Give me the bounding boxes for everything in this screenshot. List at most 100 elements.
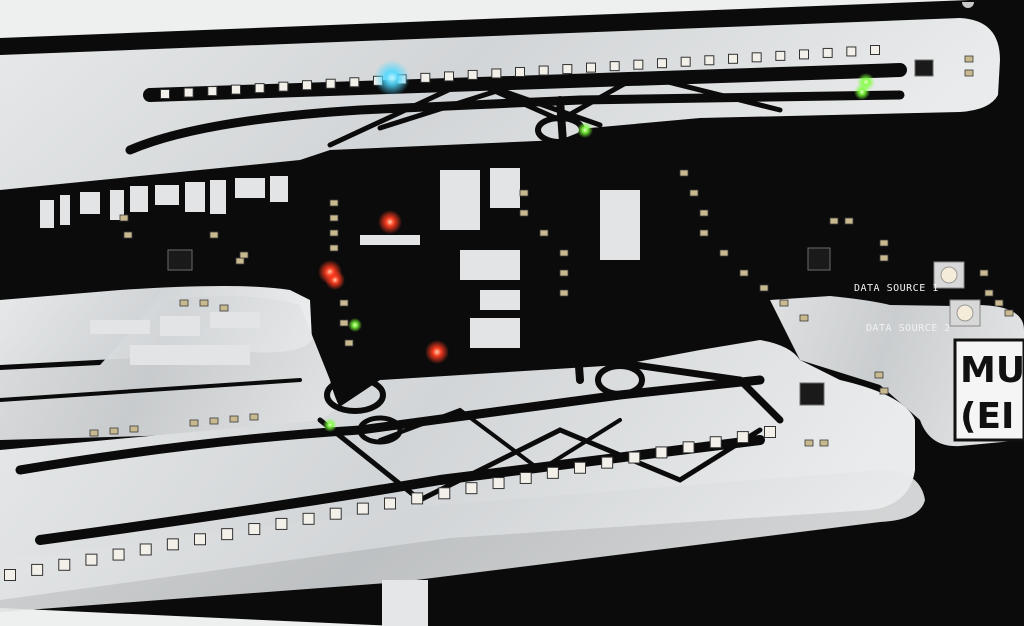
runway-led [221,528,234,541]
runway-led [546,466,559,479]
data-source-1-label: DATA SOURCE 1 [854,283,939,294]
runway-led [278,81,289,92]
runway-led [870,45,880,55]
smd-part [799,314,809,322]
title-line-2: (EI [960,396,1014,437]
runway-led [58,558,71,571]
green-led-lit [348,318,362,332]
ic-chip [807,247,831,271]
green-led-lit [854,84,870,100]
runway-led [467,69,478,80]
runway-led [411,492,424,505]
smd-part [539,229,549,237]
smd-part [123,231,133,239]
smd-part [559,289,569,297]
smd-part [879,254,889,262]
runway-led [680,56,691,67]
runway-led [4,569,16,581]
smd-part [874,371,884,379]
data-source-2-label: DATA SOURCE 2 [866,323,951,334]
runway-led [704,55,715,66]
smd-part [844,217,854,225]
runway-led [538,65,549,76]
smd-part [519,209,529,217]
smd-part [994,299,1004,307]
runway-led [764,426,776,438]
smd-part [209,231,219,239]
runway-led [655,446,668,459]
smd-part [739,269,749,277]
data-source-2-button [949,299,981,327]
taxiway-network [0,63,907,545]
runway-led [465,482,478,495]
runway-led [574,461,586,474]
smd-part [819,439,829,447]
runway-led [384,497,396,510]
smd-part [519,189,529,197]
ic-chip [167,249,193,271]
blue-led-lit [374,60,410,96]
runway-led [302,512,315,525]
runway-led [682,441,695,454]
smd-part [89,429,99,437]
runway-led [183,87,194,98]
smd-part [329,229,339,237]
runway-led [519,471,532,484]
smd-part [829,217,839,225]
smd-part [344,339,354,347]
runway-led [628,451,641,464]
smd-part [964,55,974,63]
green-led-lit [323,418,337,432]
smd-part [249,413,259,421]
runway-led [444,71,454,82]
runway-led [515,67,525,77]
smd-part [339,299,349,307]
smd-part [699,229,709,237]
runway-led [356,502,369,515]
runway-led [846,46,857,57]
smd-part [779,299,789,307]
smd-part [804,439,814,447]
runway-led [492,477,505,490]
smd-part [239,251,249,259]
runway-led [329,507,342,520]
pcb-label-group: DATA SOURCE 1 DATA SOURCE 2 [850,280,951,334]
smd-part [329,244,339,252]
data-source-1-button [933,261,965,289]
runway-led [736,431,749,444]
runway-led [248,523,261,536]
runway-led [822,47,833,58]
runway-led [254,83,265,94]
runway-led [728,53,738,64]
runway-led [775,50,786,61]
smd-part [129,425,139,433]
smd-part [329,214,339,222]
title-line-1: MUN [960,350,1024,391]
smd-part [759,284,769,292]
title-block: MUN (EI [953,338,1024,442]
runway-led [420,72,431,83]
smd-part [559,249,569,257]
runway-led [609,61,620,72]
ic-chip [914,59,934,77]
runway-led [207,86,218,97]
smd-part [219,304,229,312]
tactile-buttons [933,261,981,327]
runway-led [325,78,336,89]
runway-led [194,533,206,546]
terminal-buildings [40,168,640,365]
smd-components [89,55,1014,447]
red-led-lit [378,210,402,234]
runway-led [799,49,809,60]
smd-part [559,269,569,277]
smd-part [209,417,219,425]
lit-leds [318,60,875,432]
smd-part [119,214,129,222]
runway-led [601,456,614,469]
smd-part [964,69,974,77]
smd-part [719,249,729,257]
runway-led [112,548,125,561]
smd-part [679,169,689,177]
runway-led [562,64,573,75]
runway-led [491,68,502,79]
